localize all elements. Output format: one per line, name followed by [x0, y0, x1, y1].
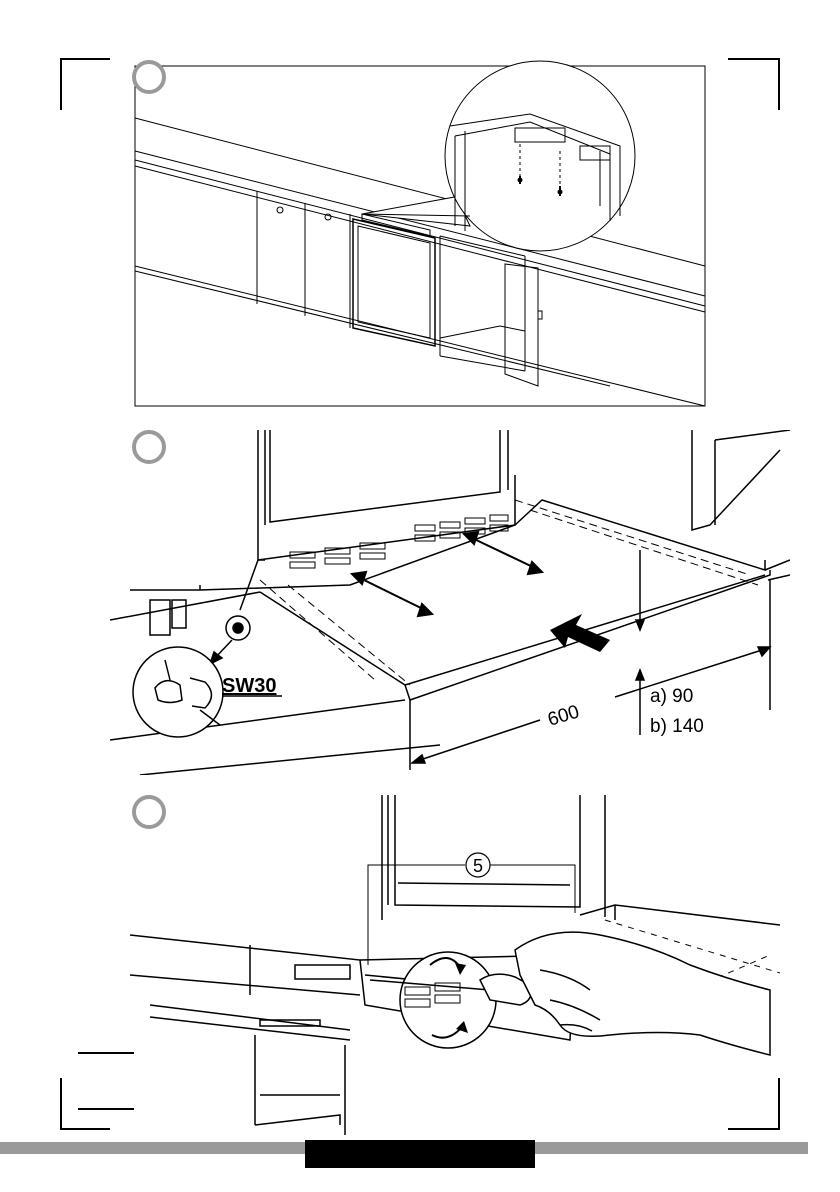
step-2-marker	[132, 430, 166, 464]
footer-block	[305, 1140, 535, 1168]
step-1-marker	[132, 60, 166, 94]
crop-mark-top-right-v	[778, 58, 780, 110]
crop-mark-top-right-h	[728, 58, 780, 60]
width-arrow	[412, 647, 770, 763]
step-3-marker	[132, 795, 166, 829]
crop-mark-bottom-left-h3	[60, 1128, 110, 1130]
plinth-solid	[130, 500, 765, 610]
panel-2-illustration: SW30 600 a) 90 b) 140	[110, 430, 790, 775]
panel-1-illustration	[110, 56, 730, 416]
detail-zoom-circle	[400, 952, 496, 1048]
part-5-number: 5	[473, 856, 483, 876]
width-label: 600	[545, 701, 581, 730]
height-label-b: b) 140	[650, 716, 704, 737]
crop-mark-bottom-left-h1	[78, 1052, 134, 1054]
crop-mark-bottom-left-v	[60, 1078, 62, 1130]
crop-mark-bottom-left-h2	[78, 1108, 134, 1110]
right-cabinet	[692, 430, 790, 530]
arrow-adjust-right	[464, 532, 542, 574]
height-arrow	[636, 550, 644, 735]
appliance-body	[382, 795, 605, 920]
wrench-label: SW30	[222, 675, 276, 697]
crop-mark-top-left-h	[60, 58, 110, 60]
crop-mark-top-left-v	[60, 58, 62, 110]
panel-3-illustration: 5	[130, 795, 780, 1135]
plinth-3	[130, 935, 575, 1135]
arrow-adjust-left	[352, 572, 432, 616]
height-label-a: a) 90	[650, 686, 693, 707]
wrench-detail	[133, 647, 223, 737]
